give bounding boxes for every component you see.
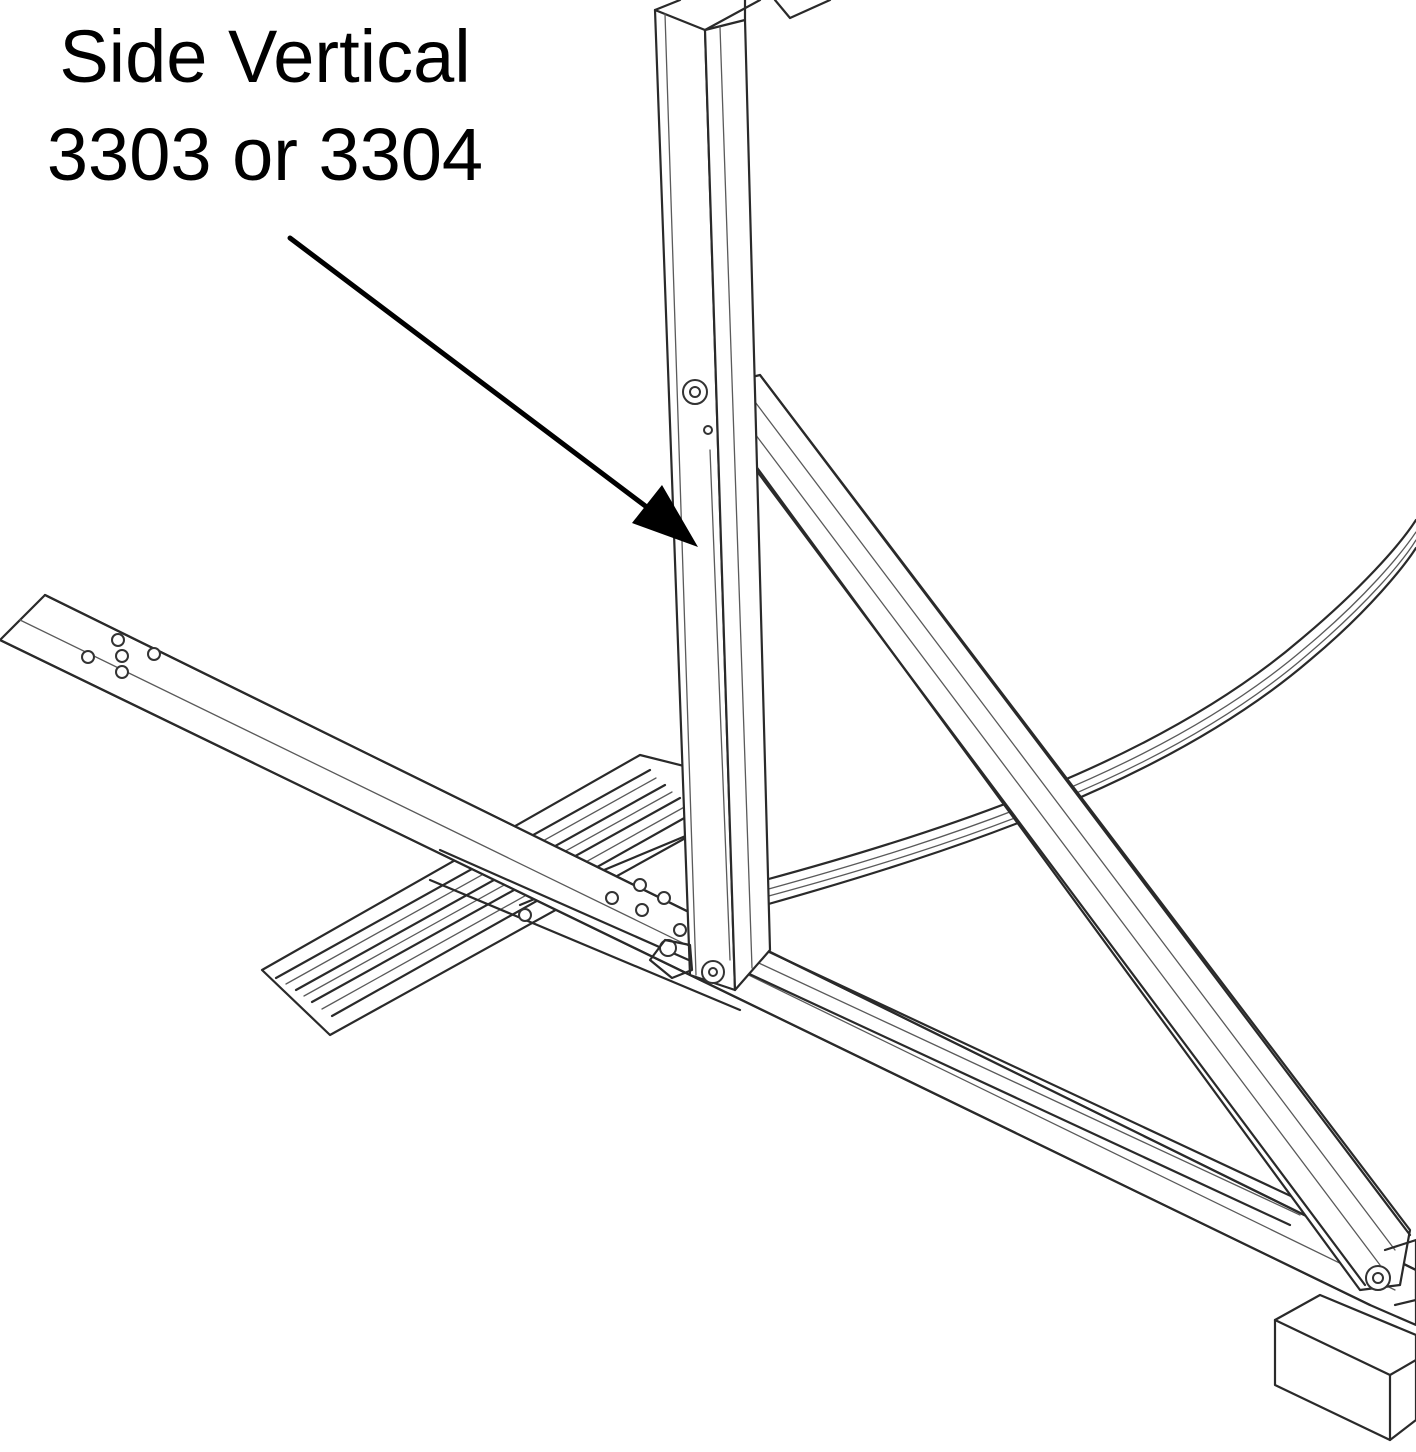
callout-title: Side Vertical xyxy=(59,15,471,98)
side-vertical-post xyxy=(648,0,832,992)
bunk-arc xyxy=(763,518,1416,907)
side-vertical-callout: Side Vertical 3303 or 3304 xyxy=(0,8,530,204)
callout-arrow xyxy=(287,235,698,547)
support-block xyxy=(1273,1293,1416,1442)
cross-beam xyxy=(728,948,1312,1227)
callout-part-numbers: 3303 or 3304 xyxy=(46,113,484,196)
diagonal-brace xyxy=(698,373,1416,1307)
